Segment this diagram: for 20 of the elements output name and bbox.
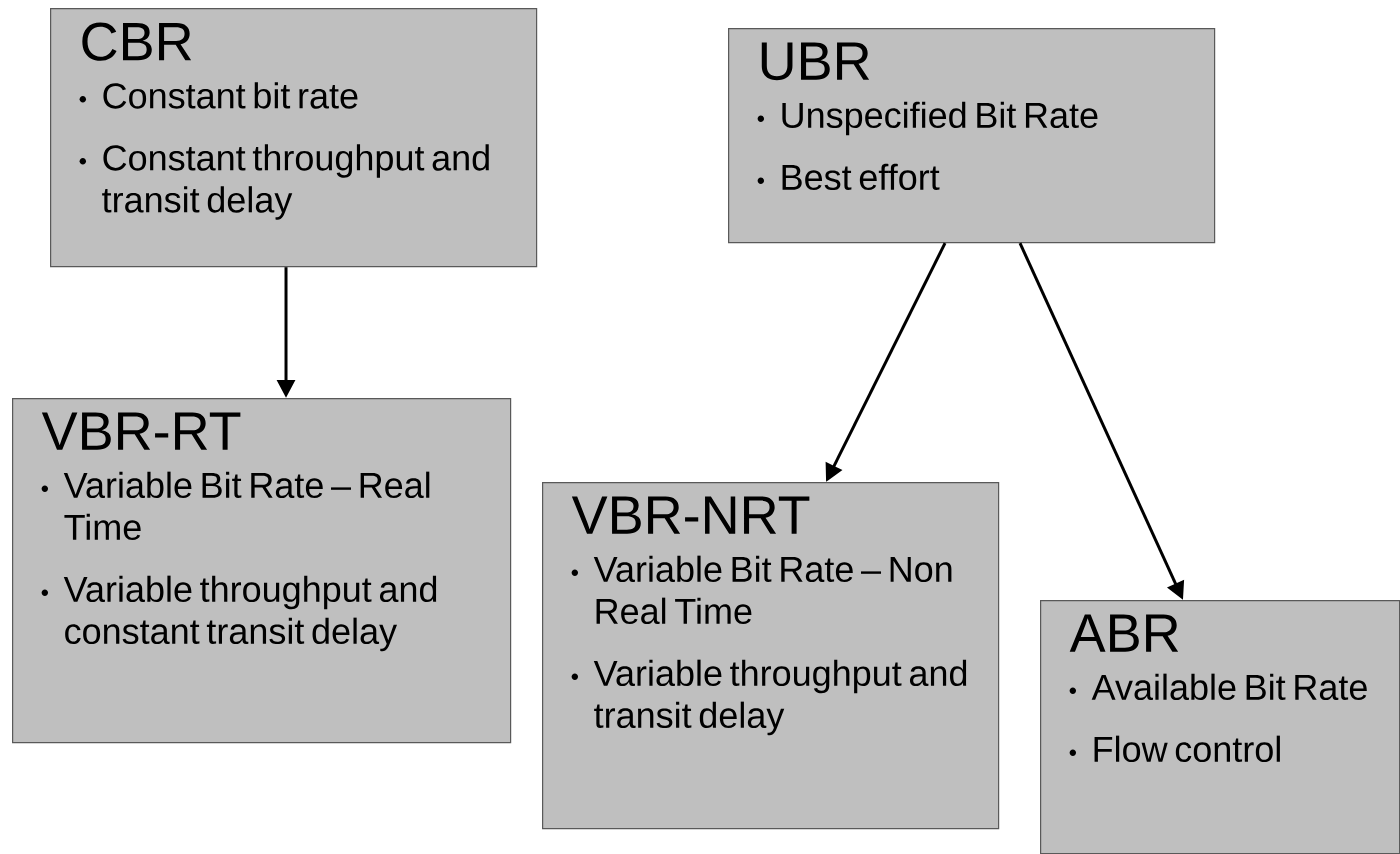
bullet-item: Unspecified Bit Rate xyxy=(757,101,1098,136)
box-heading: UBR xyxy=(761,42,870,81)
bullet-item: Constant bit rate xyxy=(79,82,358,109)
text-box xyxy=(50,8,538,268)
bullet-item: Best effort xyxy=(757,163,940,191)
text-box xyxy=(542,482,1000,830)
bullet-item: Available Bit Rate xyxy=(1069,673,1367,701)
bullet-item: Variable Bit Rate – Real Time xyxy=(41,471,430,541)
bullet-item: Constant throughput and transit delay xyxy=(79,144,489,220)
box-heading: ABR xyxy=(1069,614,1179,652)
box-heading: VBR-RT xyxy=(41,412,241,450)
bullet-item: Variable Bit Rate – Non Real Time xyxy=(571,555,952,625)
bullet-item: Flow control xyxy=(1069,735,1280,763)
bullet-item: Variable throughput and constant transit delay xyxy=(41,575,437,652)
box-heading: VBR-NRT xyxy=(571,496,810,534)
text-box xyxy=(728,28,1216,244)
text-box xyxy=(12,398,512,744)
text-box xyxy=(1040,600,1400,854)
bullet-item: Variable throughput and transit delay xyxy=(571,659,967,736)
box-heading: CBR xyxy=(82,22,192,61)
